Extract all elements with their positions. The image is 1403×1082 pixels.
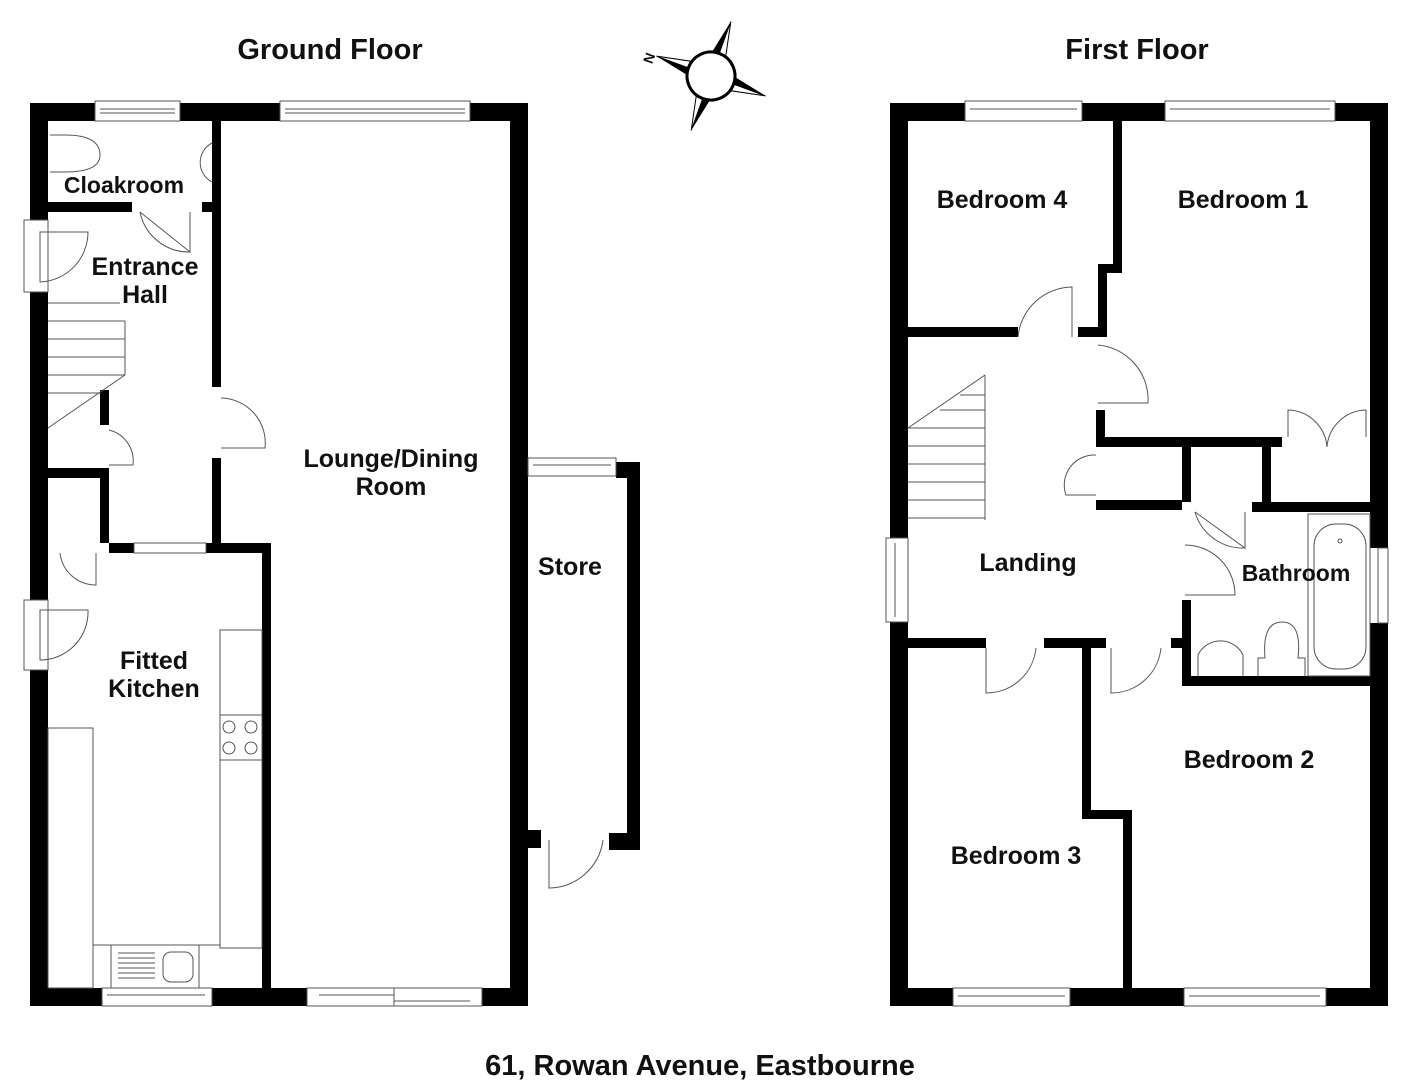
room-label-line1: Entrance xyxy=(91,253,199,281)
room-label-bathroom: Bathroom xyxy=(1241,560,1351,586)
room-label-line2: Room xyxy=(355,473,427,501)
room-label-entrance-hall: Entrance Hall xyxy=(92,253,199,309)
first-floor-walls xyxy=(890,103,1388,1006)
room-label-line1: Fitted xyxy=(119,647,189,675)
room-label-line2: Hall xyxy=(122,281,168,309)
room-label-store: Store xyxy=(538,553,602,581)
compass-rose-icon xyxy=(656,21,766,131)
room-label-fitted-kitchen: Fitted Kitchen xyxy=(108,647,200,703)
first-floor-title: First Floor xyxy=(1065,34,1209,66)
room-label-bedroom-1: Bedroom 1 xyxy=(1177,186,1309,214)
room-label-bedroom-2: Bedroom 2 xyxy=(1183,746,1315,774)
room-label-landing: Landing xyxy=(979,549,1077,577)
room-label-line1: Lounge/Dining xyxy=(303,445,479,473)
room-label-bedroom-3: Bedroom 3 xyxy=(950,842,1082,870)
room-label-cloakroom: Cloakroom xyxy=(63,172,185,198)
property-address: 61, Rowan Avenue, Eastbourne xyxy=(485,1050,915,1082)
room-label-line2: Kitchen xyxy=(108,675,200,703)
ground-floor-walls xyxy=(30,103,640,1006)
ground-floor-fixtures xyxy=(23,100,617,1007)
first-floor-fixtures xyxy=(885,100,1389,1007)
ground-floor-title: Ground Floor xyxy=(237,34,423,66)
room-label-bedroom-4: Bedroom 4 xyxy=(936,186,1068,214)
room-label-lounge-dining: Lounge/Dining Room xyxy=(304,445,479,501)
